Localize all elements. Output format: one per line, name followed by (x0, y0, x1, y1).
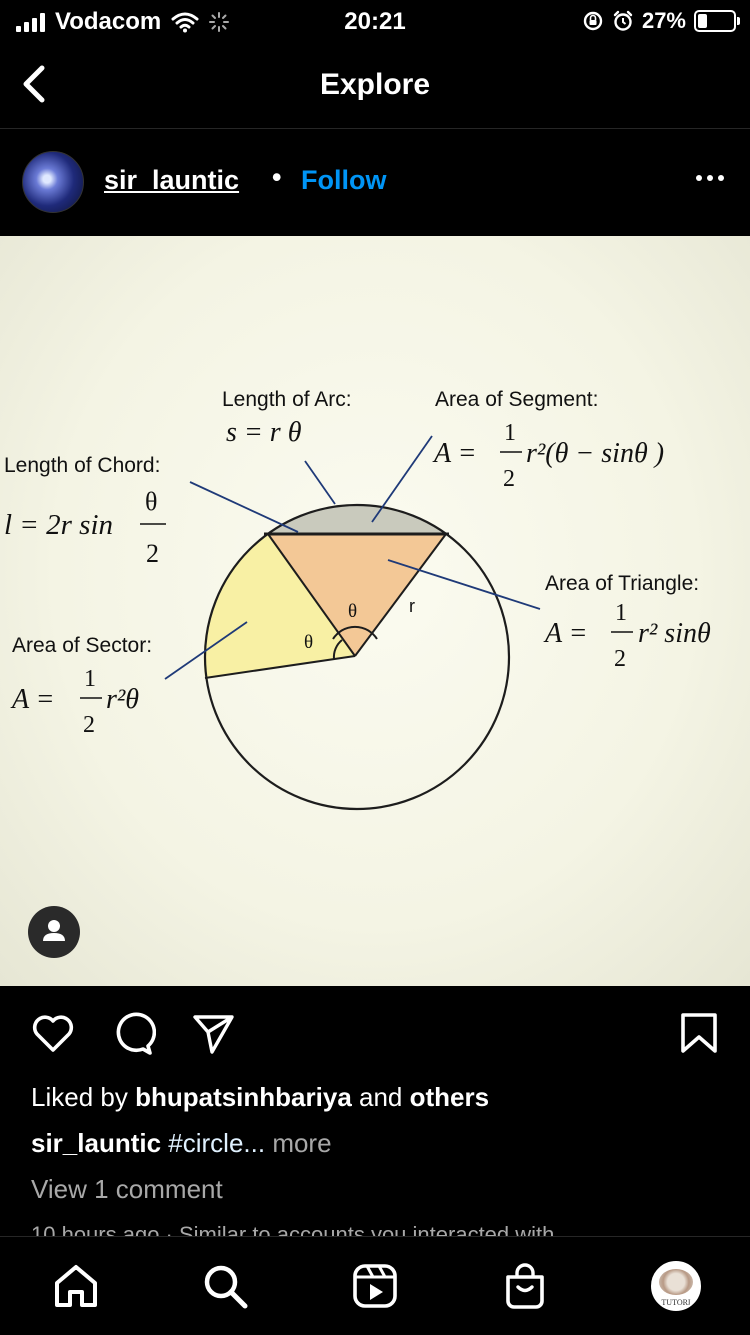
alarm-icon (613, 10, 633, 31)
theta-left-label: θ (304, 632, 313, 653)
battery-icon (694, 10, 740, 32)
comment-icon[interactable] (110, 1010, 156, 1056)
caption-more-link[interactable]: more (265, 1128, 332, 1158)
radius-label: r (409, 596, 415, 616)
nav-bar: Explore (0, 44, 750, 129)
page-title: Explore (319, 68, 431, 101)
person-icon (43, 920, 65, 941)
post-username[interactable]: sir_launtic (104, 165, 240, 195)
segment-num: 1 (504, 420, 516, 446)
status-bar: Vodacom 20:21 27% (0, 0, 750, 44)
sector-region (203, 534, 355, 678)
carrier-name: Vodacom (55, 8, 162, 35)
chord-heading: Length of Chord: (4, 454, 160, 477)
signal-icon (16, 12, 45, 32)
profile-logo-icon (659, 1269, 693, 1295)
caption-username[interactable]: sir_launtic (31, 1128, 162, 1158)
avatar[interactable] (22, 151, 84, 213)
arc-heading: Length of Arc: (222, 388, 352, 411)
separator-dot: • (272, 162, 282, 192)
tagged-users-button[interactable] (28, 906, 80, 958)
share-icon[interactable] (190, 1010, 236, 1056)
likes-summary[interactable]: Liked by bhupatsinhbariya and others (31, 1082, 489, 1113)
clock: 20:21 (344, 8, 406, 35)
reels-icon[interactable] (350, 1261, 400, 1311)
segment-heading: Area of Segment: (435, 388, 598, 411)
sector-heading: Area of Sector: (12, 634, 152, 657)
battery-percent: 27% (641, 8, 686, 33)
post-caption: sir_launtic #circle... more (31, 1128, 332, 1159)
home-icon[interactable] (51, 1261, 101, 1311)
wifi-icon (171, 12, 199, 33)
chord-lhs: l = 2r sin (4, 509, 113, 541)
follow-button[interactable]: Follow (301, 165, 387, 195)
likes-others[interactable]: others (409, 1082, 490, 1112)
post-actions (0, 1010, 750, 1066)
triangle-lhs: A = (543, 618, 588, 649)
triangle-den: 2 (614, 646, 626, 672)
post-header: sir_launtic • Follow (0, 129, 750, 235)
search-icon[interactable] (200, 1261, 250, 1311)
bookmark-icon[interactable] (676, 1010, 722, 1056)
profile-tab-avatar[interactable]: TUTORI (651, 1261, 701, 1311)
triangle-heading: Area of Triangle: (545, 572, 699, 595)
loading-icon (209, 12, 230, 32)
chevron-left-icon[interactable] (16, 62, 56, 106)
segment-den: 2 (503, 466, 515, 492)
bottom-tab-bar: TUTORI (0, 1236, 750, 1335)
post-image[interactable]: θ θ r Length of Arc: s = r θ Area of Seg… (0, 236, 750, 986)
heart-icon[interactable] (30, 1010, 76, 1056)
more-horizontal-icon[interactable] (696, 175, 724, 181)
likes-and: and (351, 1082, 410, 1112)
sector-lhs: A = (10, 684, 55, 715)
view-comments-link[interactable]: View 1 comment (31, 1174, 223, 1204)
arc-formula: s = r θ (226, 417, 302, 448)
sector-rest: r²θ (106, 684, 139, 715)
segment-rest: r²(θ − sinθ ) (526, 438, 664, 469)
triangle-num: 1 (615, 600, 627, 626)
circle-formulas-diagram: θ θ r Length of Arc: s = r θ Area of Seg… (4, 388, 711, 811)
segment-lhs: A = (432, 438, 477, 469)
chord-den: 2 (146, 539, 159, 568)
likes-prefix: Liked by (31, 1082, 136, 1112)
chord-num: θ (145, 487, 157, 516)
liked-by-user[interactable]: bhupatsinhbariya (135, 1082, 352, 1112)
orientation-lock-icon (583, 11, 603, 31)
shop-icon[interactable] (500, 1261, 550, 1311)
post-timestamp: 10 hours ago · Similar to accounts you i… (31, 1222, 555, 1236)
profile-logo-text: TUTORI (661, 1298, 691, 1307)
sector-den: 2 (83, 712, 95, 738)
theta-top-label: θ (348, 601, 357, 622)
circle-outline (203, 503, 511, 811)
triangle-rest: r² sinθ (638, 618, 711, 649)
sector-num: 1 (84, 666, 96, 692)
caption-hashtag[interactable]: #circle... (161, 1128, 266, 1158)
